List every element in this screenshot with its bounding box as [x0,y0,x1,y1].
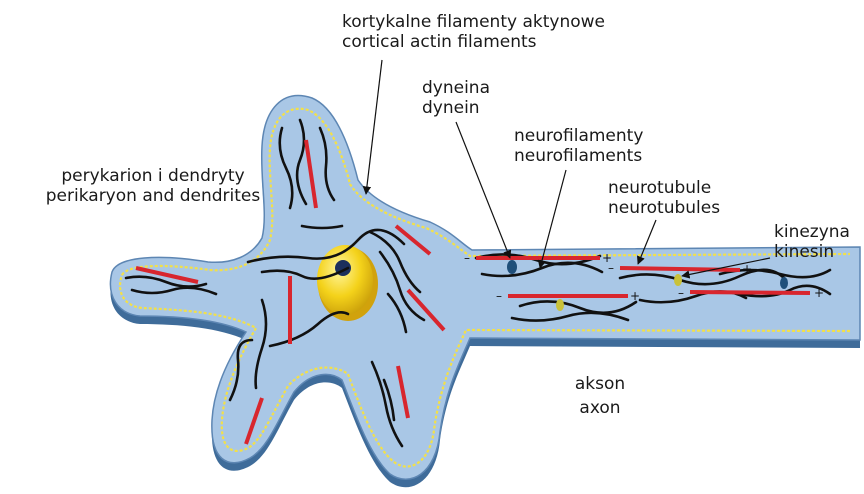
label-cortical-en: cortical actin filaments [342,32,605,52]
minus-marker: – [464,251,470,265]
label-neurotubules: neurotubule neurotubules [608,178,720,218]
leader-cortical [366,60,382,194]
minus-marker: – [496,289,502,303]
plus-marker: + [630,289,640,303]
leader-dynein [456,122,510,258]
label-dynein-pl: dyneina [422,78,490,98]
label-perikaryon-pl: perykarion i dendryty [4,166,302,186]
plus-marker: + [742,262,752,276]
kinesin-motor [674,274,682,286]
label-dynein-en: dynein [422,98,490,118]
dynein-motor [780,277,788,289]
label-kinesin: kinezyna kinesin [774,222,850,262]
label-cortical-pl: kortykalne filamenty aktynowe [342,12,605,32]
label-perikaryon-en: perikaryon and dendrites [4,186,302,206]
label-neurofilaments-pl: neurofilamenty [514,126,643,146]
label-axon-pl: akson [560,372,640,396]
kinesin-motor [556,299,564,311]
label-neurotubules-en: neurotubules [608,198,720,218]
label-cortical-actin: kortykalne filamenty aktynowe cortical a… [342,12,605,52]
label-axon-en: axon [560,396,640,420]
label-kinesin-pl: kinezyna [774,222,850,242]
label-neurofilaments-en: neurofilaments [514,146,643,166]
label-dynein: dyneina dynein [422,78,490,118]
label-axon: akson axon [560,372,640,420]
minus-marker: – [678,286,684,300]
minus-marker: – [608,261,614,275]
neurotubule [690,292,810,293]
label-neurofilaments: neurofilamenty neurofilaments [514,126,643,166]
label-kinesin-en: kinesin [774,242,850,262]
label-perikaryon: perykarion i dendryty perikaryon and den… [4,166,302,206]
label-neurotubules-pl: neurotubule [608,178,720,198]
dynein-motor [507,260,517,274]
plus-marker: + [814,286,824,300]
